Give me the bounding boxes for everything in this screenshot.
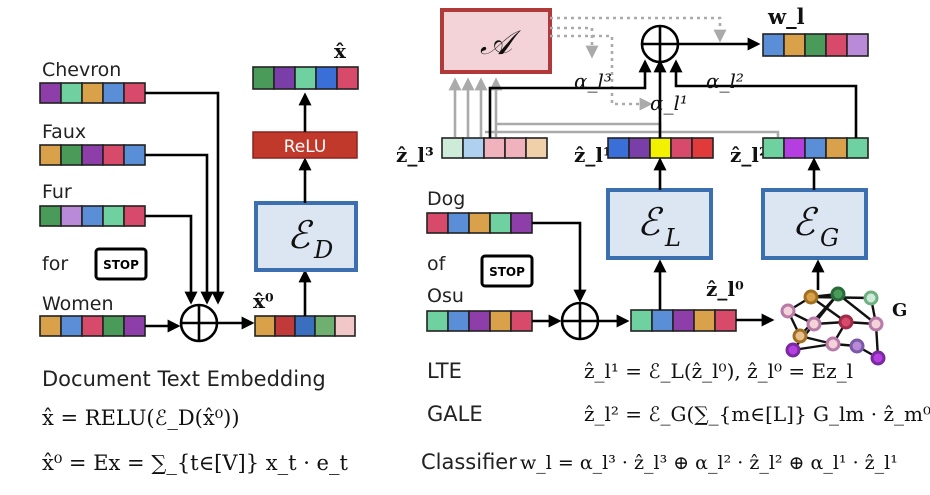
alpha3-label: α_l³ [574,69,612,93]
z0-vector [630,309,737,332]
svg-text:ReLU: ReLU [284,137,327,157]
word-chevron: Chevron [42,59,121,81]
z3-vector [441,137,548,159]
gale-name: GALE [427,402,483,426]
alpha1-label: α_l¹ [650,91,688,115]
arrow-z3-to-sum [488,59,652,138]
z3-label: ẑ_l³ [396,143,434,167]
word-of: of [427,253,447,275]
arrow-chevron-to-sum [145,91,225,305]
x-hat0-label: x̂⁰ [253,289,274,313]
classifier-equation: w_l = α_l³ · ẑ_l³ ⊕ α_l² · ẑ_l² ⊕ α_l¹ ·… [520,452,898,474]
z1-label: ẑ_l¹ [574,143,612,167]
attention-box: 𝒜 [440,8,552,74]
equation-xhat: x̂ = RELU(ℰ_D(x̂⁰)) [42,406,240,430]
word-osu: Osu [427,285,464,307]
svg-text:G: G [820,224,839,252]
svg-text:STOP: STOP [489,265,525,279]
x-hat-vector [252,66,359,90]
svg-text:D: D [313,236,333,264]
svg-text:ℰ: ℰ [637,200,664,244]
dotted-attn-alpha3 [550,26,599,59]
graph-label: G [892,300,907,321]
x-hat-label: x̂ [334,39,347,63]
equation-xhat0: x̂⁰ = Ex = ∑_{t∈[V]} x_t · e_t [42,451,348,475]
w-label: w_l [767,4,805,29]
arrow-fur-to-sum [145,214,198,305]
arrow-faux-to-sum [145,153,214,305]
w-vector [762,33,869,57]
encoder-l-box: ℰ L [606,188,713,260]
stop-sign-left: STOP [94,247,148,281]
alpha2-label: α_l² [706,69,744,93]
z2-label: ẑ_l² [730,143,768,167]
svg-text:ℰ: ℰ [792,200,819,244]
word-faux: Faux [42,121,86,143]
svg-text:L: L [664,224,681,252]
embedding-women [39,315,146,337]
encoder-g-box: ℰ G [761,188,868,260]
gray-line-z2 [485,130,780,137]
x0-vector [254,315,356,337]
arrow-z2-to-sum [669,59,858,138]
svg-text:ℰ: ℰ [287,213,314,257]
encoder-d-box: ℰ D [254,201,358,272]
word-for: for [42,253,68,275]
embedding-faux [39,144,146,166]
lte-equation: ẑ_l¹ = ℰ_L(ẑ_l⁰), ẑ_l⁰ = Ez_l [584,359,853,383]
z1-vector [607,137,714,159]
word-women: Women [42,293,114,315]
relu-box: ReLU [252,131,358,159]
svg-text:STOP: STOP [103,258,139,272]
z2-vector [762,137,869,159]
dotted-attn-alpha1 [550,34,653,111]
embedding-osu [426,310,533,332]
sum-circle-right [560,301,600,341]
stop-sign-right: STOP [480,254,534,288]
caption-doc-text-embedding: Document Text Embedding [42,367,326,391]
z0-label: ẑ_l⁰ [706,277,744,301]
embedding-dog [426,212,533,234]
sum-circle-left [179,303,219,343]
arrow-dog-to-sum [532,221,587,303]
embedding-fur [39,205,146,227]
embedding-chevron [39,82,146,104]
lte-name: LTE [427,359,462,383]
gale-equation: ẑ_l² = ℰ_G(∑_{m∈[L]} G_lm · ẑ_m⁰) [584,402,930,426]
sum-circle-top [640,24,680,64]
gray-line-z1 [496,122,662,137]
dotted-attn-alpha2 [550,16,727,43]
word-fur: Fur [42,181,72,203]
word-dog: Dog [427,188,465,210]
graph-g [780,286,886,366]
classifier-name: Classifier [421,450,517,474]
